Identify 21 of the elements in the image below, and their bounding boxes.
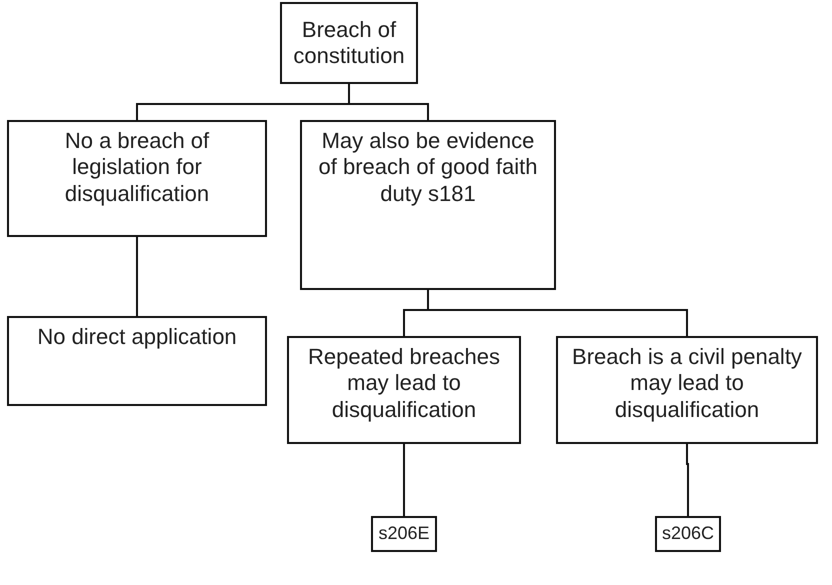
box-text: Breach of constitution <box>292 16 406 70</box>
connector-line <box>686 444 689 516</box>
text-box <box>7 316 267 406</box>
connector-line <box>136 237 138 316</box>
box-text: s206C <box>662 523 714 545</box>
text-box <box>556 336 818 444</box>
connector-line <box>348 84 429 120</box>
text-box <box>371 516 437 552</box>
text-box <box>655 516 721 552</box>
text-box <box>300 120 556 290</box>
connector-line <box>403 444 405 516</box>
box-text: s206E <box>378 523 430 545</box>
box-text: No a breach of legislation for disqualification <box>64 128 210 208</box>
text-box <box>280 2 418 84</box>
connector-line <box>427 290 688 336</box>
text-box <box>287 336 521 444</box>
box-text: May also be evidence of breach of good faith duty s181 <box>318 128 538 208</box>
box-text: Repeated breaches may lead to disqualification <box>306 344 502 424</box>
box-text: Breach is a civil penalty may lead to disqualification <box>571 344 803 424</box>
box-text: No direct application <box>37 324 237 350</box>
text-box <box>7 120 267 237</box>
